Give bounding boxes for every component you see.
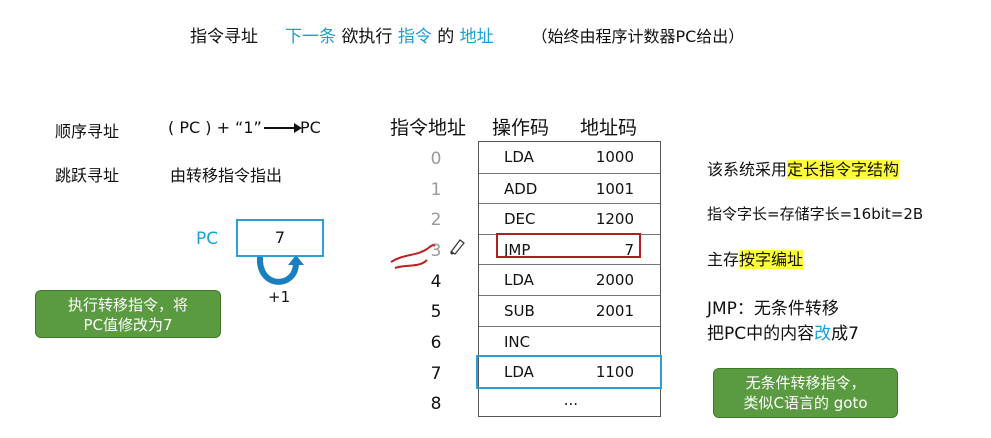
right-line5-b: 改 [814, 324, 832, 344]
right-line5: 把PC中的内容改成7 [707, 319, 859, 344]
right-line5-c: 成7 [831, 324, 859, 344]
code-cell: 1200 [595, 210, 634, 228]
seq-label: 顺序寻址 [55, 122, 120, 141]
left-callout: 执行转移指令，将 PC值修改为7 [35, 290, 221, 338]
addr-5: 5 [430, 302, 442, 322]
code-cell: ... [563, 391, 578, 409]
right-line3-highlight: 按字编址 [739, 250, 804, 269]
increment-loop-icon [256, 255, 304, 285]
addr-2: 2 [430, 210, 442, 230]
addr-3: 3 [430, 241, 442, 261]
right-callout-line2: 类似C语言的 goto [743, 394, 868, 412]
plus-one-label: +1 [268, 288, 291, 306]
op-cell: JMP [504, 241, 531, 259]
code-cell: 1001 [595, 180, 634, 198]
right-arrow-icon [264, 123, 302, 133]
op-cell: LDA [504, 148, 534, 166]
jump-label: 跳跃寻址 [55, 166, 120, 185]
addr-7: 7 [430, 364, 442, 384]
addr-4: 4 [430, 272, 442, 292]
table-row: LDA 2000 [479, 264, 660, 295]
op-cell: INC [504, 333, 531, 351]
code-cell: 2000 [595, 271, 634, 289]
seq-formula: ( PC ) + “1” [168, 118, 262, 137]
table-row: DEC 1200 [479, 203, 660, 234]
right-line1-highlight: 定长指令字结构 [787, 160, 900, 179]
op-cell: LDA [504, 271, 534, 289]
right-line1-prefix: 该系统采用 [707, 160, 788, 179]
header-address: 指令地址 [390, 117, 467, 139]
title-note: （始终由程序计数器PC给出） [531, 27, 745, 46]
op-cell: SUB [504, 302, 535, 320]
table-row: LDA 1000 [479, 142, 660, 173]
title-part5: 的 [437, 27, 455, 47]
right-callout-line1: 无条件转移指令， [745, 374, 866, 392]
table-row: SUB 2001 [479, 295, 660, 326]
pc-label: PC [196, 229, 219, 249]
page-title: 指令寻址 下一条 欲执行 指令 的 地址 （始终由程序计数器PC给出） [190, 22, 744, 47]
jump-desc: 由转移指令指出 [170, 166, 283, 185]
addr-6: 6 [430, 333, 442, 353]
title-part2: 下一条 [285, 27, 337, 47]
addr-8: 8 [430, 394, 442, 414]
title-part6: 地址 [459, 27, 494, 47]
op-cell: ADD [504, 180, 538, 198]
title-part1: 指令寻址 [190, 27, 258, 47]
memory-table: LDA 1000 ADD 1001 DEC 1200 JMP 7 LDA 200… [478, 141, 661, 417]
jmp-highlight-box [496, 233, 641, 258]
right-line3-prefix: 主存 [707, 250, 740, 269]
pc-value: 7 [274, 228, 286, 247]
left-callout-line2: PC值修改为7 [83, 316, 173, 334]
title-part3: 欲执行 [341, 27, 393, 47]
lda-7-highlight-box [476, 355, 662, 389]
code-cell: 1100 [595, 363, 634, 381]
title-part4: 指令 [397, 27, 432, 47]
table-row: ADD 1001 [479, 173, 660, 204]
table-row: INC [479, 326, 660, 357]
table-row: ... [479, 387, 660, 418]
op-cell: LDA [504, 363, 534, 381]
header-addrcode: 地址码 [580, 117, 638, 139]
code-cell: 2001 [595, 302, 634, 320]
left-callout-line1: 执行转移指令，将 [67, 296, 188, 314]
pc-register: 7 [236, 219, 324, 257]
right-line3: 主存按字编址 [707, 246, 804, 270]
seq-target: PC [300, 118, 321, 137]
right-line5-a: 把PC中的内容 [707, 324, 815, 344]
code-cell: 1000 [595, 148, 634, 166]
right-line2: 指令字长=存储字长=16bit=2B [707, 205, 924, 223]
right-line4: JMP：无条件转移 [707, 299, 839, 319]
addr-1: 1 [430, 180, 442, 200]
code-cell: 7 [624, 241, 634, 259]
addr-0: 0 [430, 149, 442, 169]
op-cell: DEC [504, 210, 536, 228]
pen-cursor-icon [450, 239, 465, 255]
header-opcode: 操作码 [492, 117, 550, 139]
annotation-scribble [390, 244, 436, 269]
right-callout: 无条件转移指令， 类似C语言的 goto [713, 368, 898, 418]
right-line1: 该系统采用定长指令字结构 [707, 156, 900, 180]
